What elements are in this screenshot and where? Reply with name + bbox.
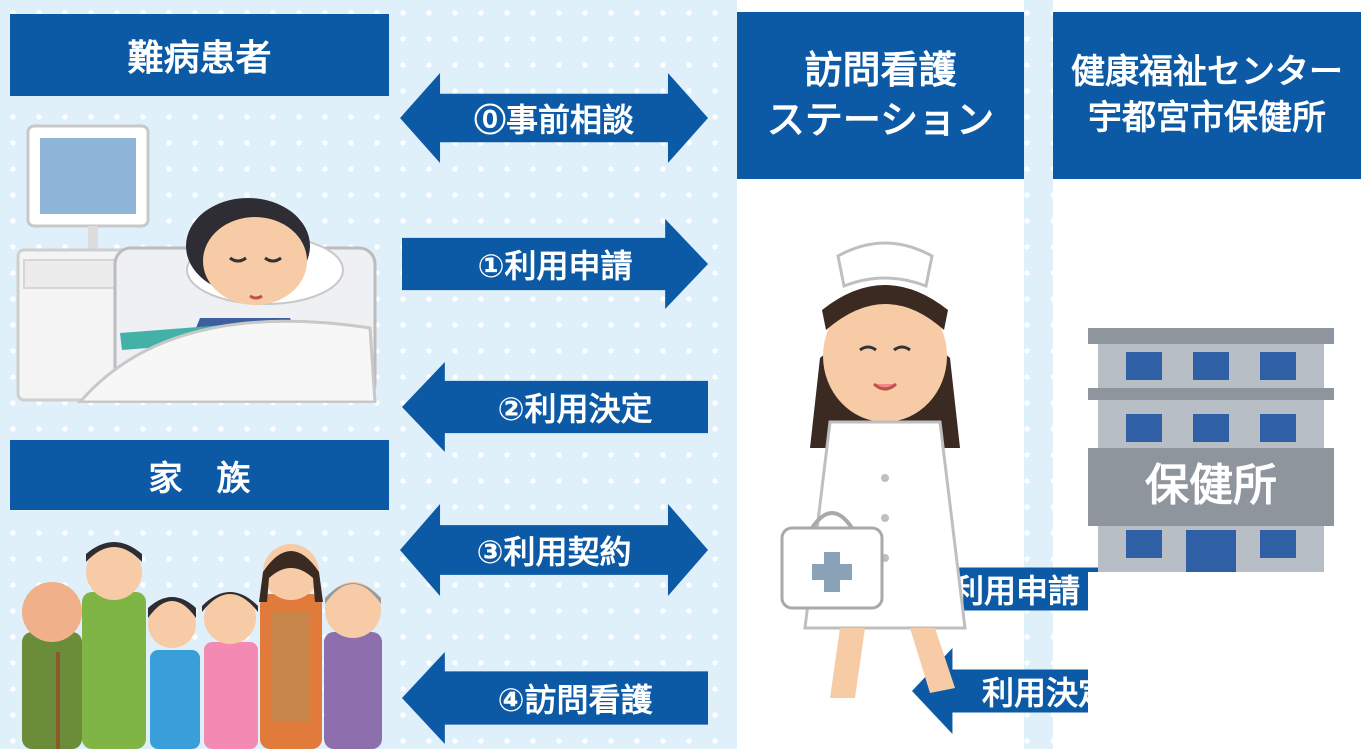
patient-bed-illustration xyxy=(16,124,377,403)
nursing-station-label-line2: ステーション xyxy=(766,97,995,142)
step-2-arrow: ②利用決定 xyxy=(402,362,708,452)
step-0-arrow: ⓪事前相談 xyxy=(400,73,708,163)
step-2-label: ②利用決定 xyxy=(497,390,653,428)
step-4-label: ④訪問看護 xyxy=(497,681,653,719)
family-illustration xyxy=(22,542,382,749)
health-center-sign-label: 保健所 xyxy=(1145,460,1277,511)
patient-label: 難病患者 xyxy=(127,38,272,79)
step-1-label: ①利用申請 xyxy=(477,247,633,285)
step-4-arrow: ④訪問看護 xyxy=(402,652,708,744)
nurse-illustration xyxy=(780,241,967,698)
nursing-station-label-line1: 訪問看護 xyxy=(804,48,957,93)
step-3-arrow: ③利用契約 xyxy=(400,504,708,596)
family-label: 家 族 xyxy=(148,458,251,499)
family-header: 家 族 xyxy=(10,440,389,510)
patient-header: 難病患者 xyxy=(10,14,389,96)
center-application-label: 利用申請 xyxy=(951,572,1080,610)
health-center-label-line2: 宇都宮市保健所 xyxy=(1088,97,1326,138)
health-center-building xyxy=(1088,328,1334,749)
step-1-arrow: ①利用申請 xyxy=(402,219,708,309)
step-3-label: ③利用契約 xyxy=(476,533,632,571)
health-center-header: 健康福祉センター 宇都宮市保健所 xyxy=(1053,12,1361,179)
nursing-station-header: 訪問看護 ステーション xyxy=(737,12,1024,179)
step-0-label: ⓪事前相談 xyxy=(473,101,634,139)
health-center-sign: 保健所 xyxy=(1088,448,1334,514)
health-center-label-line1: 健康福祉センター xyxy=(1071,51,1343,92)
